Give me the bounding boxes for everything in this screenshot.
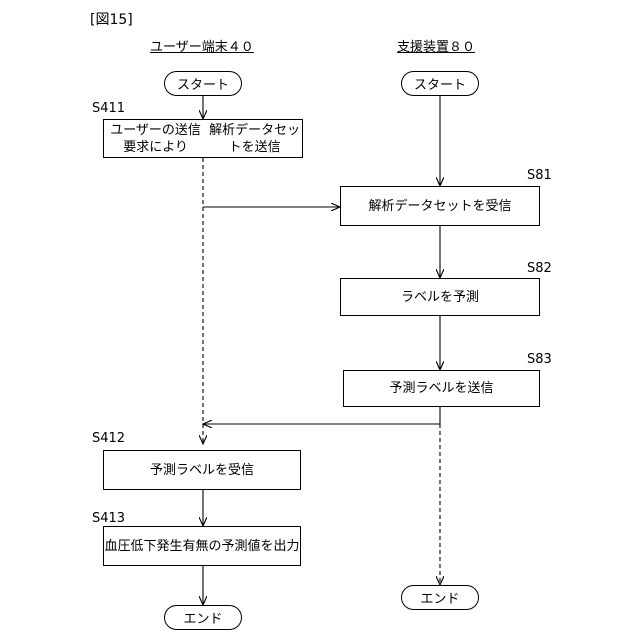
step-box-s412: 予測ラベルを受信 [103,450,301,490]
step-box-s83: 予測ラベルを送信 [343,370,540,407]
end-terminal-right: エンド [401,585,479,610]
step-id-s411: S411 [92,101,125,117]
step-s413-line1: 血圧低下発生有無 [104,538,208,555]
step-box-s411: ユーザーの送信要求により 解析データセットを送信 [103,119,303,158]
start-terminal-right: スタート [401,71,479,96]
step-id-s413: S413 [92,511,125,527]
step-s411-line2: 解析データセットを送信 [207,122,302,156]
step-id-s82: S82 [527,261,552,277]
step-s411-line1: ユーザーの送信要求により [104,122,207,156]
start-terminal-left: スタート [164,71,242,96]
step-id-s81: S81 [527,168,552,184]
lane-title-support-device: 支援装置８０ [397,40,475,56]
step-id-s412: S412 [92,431,125,447]
step-box-s82: ラベルを予測 [340,278,540,316]
figure-label: [図15] [90,12,133,28]
step-box-s413: 血圧低下発生有無 の予測値を出力 [103,526,301,566]
step-box-s81: 解析データセットを受信 [340,186,540,226]
step-id-s83: S83 [527,352,552,368]
step-s413-line2: の予測値を出力 [209,538,300,555]
end-terminal-left: エンド [164,605,242,630]
lane-title-user-terminal: ユーザー端末４０ [150,40,254,56]
